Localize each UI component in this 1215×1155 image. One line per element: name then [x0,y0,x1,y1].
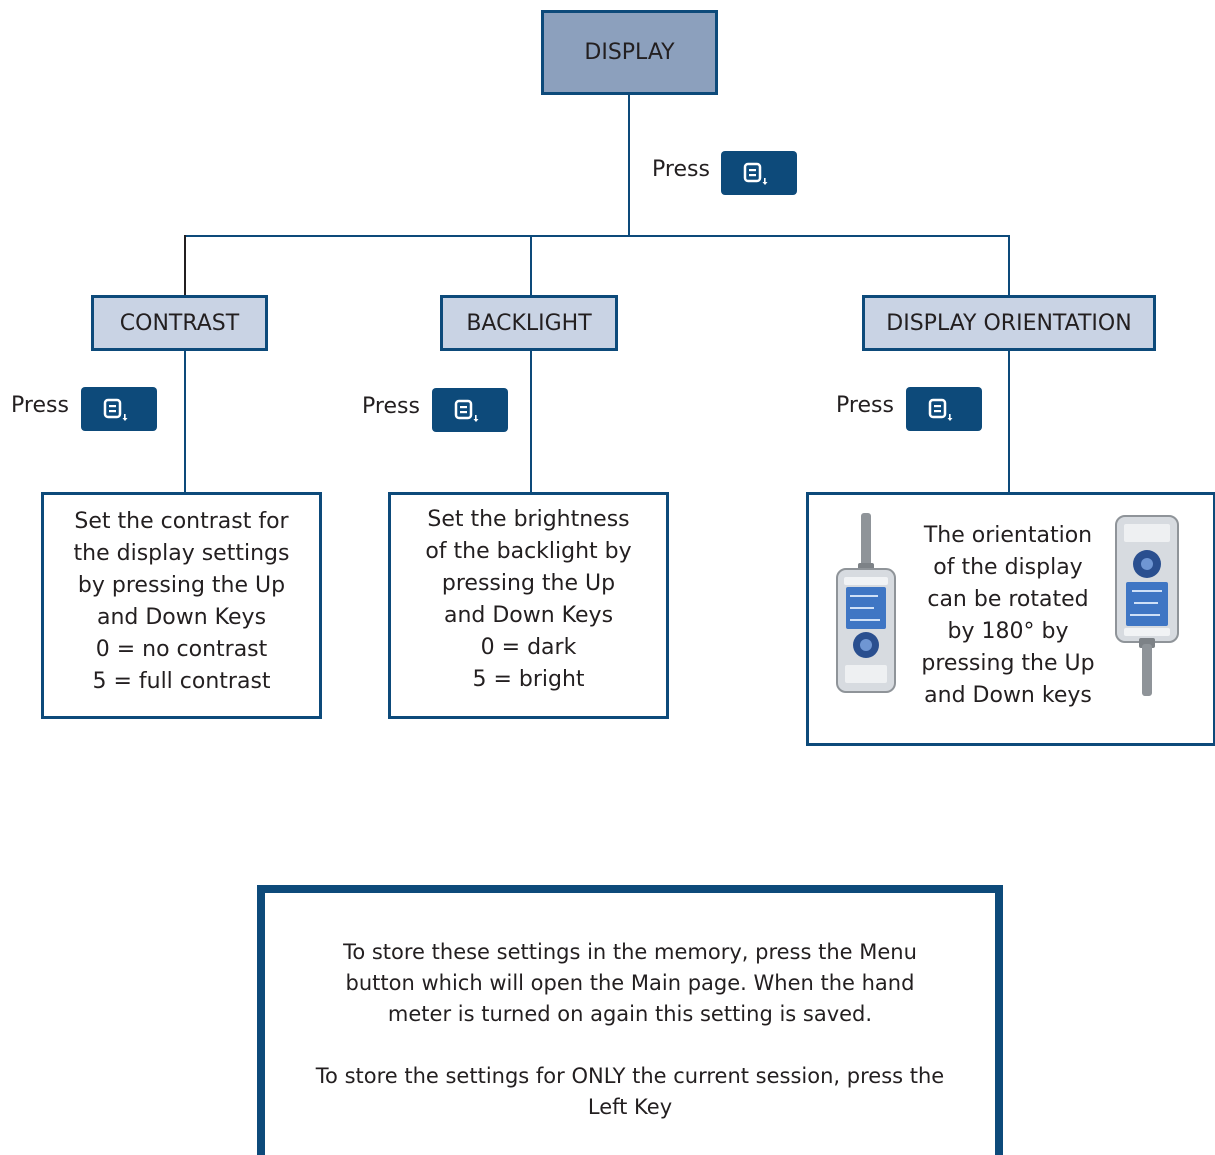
note-paragraph-memory: To store these settings in the memory, p… [343,940,917,1026]
backlight-description-line: and Down Keys [443,603,614,628]
backlight-description-line: of the backlight by [425,539,632,564]
backlight-description-line: 0 = dark [480,635,577,660]
press-label-orientation: Press [836,393,894,418]
connector-backlight [530,235,532,295]
contrast-node: CONTRAST [91,295,268,351]
connector-contrast-down [184,350,186,493]
orientation-description-line: The orientation [923,523,1093,548]
connector-horizontal [184,235,1010,237]
note-paragraph-session: To store the settings for ONLY the curre… [315,1064,945,1119]
orientation-description: The orientation of the display can be ro… [806,492,1215,746]
hand-meter-rotated-image [1112,514,1182,696]
orientation-description-line: by 180° by [947,619,1069,644]
connector-orientation [1008,235,1010,295]
menu-down-key-icon [81,387,157,431]
backlight-description: Set the brightness of the backlight by p… [388,492,669,719]
backlight-node: BACKLIGHT [440,295,618,351]
display-node-label: DISPLAY [584,40,675,65]
connector-root-down [628,95,630,237]
display-orientation-node-label: DISPLAY ORIENTATION [886,310,1132,336]
contrast-description-line: by pressing the Up [77,573,286,598]
backlight-node-label: BACKLIGHT [466,310,592,336]
orientation-description-line: can be rotated [927,587,1089,612]
contrast-description-line: Set the contrast for [74,509,289,534]
orientation-description-line: and Down keys [924,683,1092,708]
connector-orientation-down [1008,350,1010,493]
orientation-description-line: of the display [933,555,1083,580]
contrast-node-label: CONTRAST [119,310,240,336]
backlight-description-line: pressing the Up [441,571,616,596]
display-orientation-node: DISPLAY ORIENTATION [862,295,1156,351]
menu-down-key-icon [721,151,797,195]
backlight-description-line: 5 = bright [472,667,585,692]
display-node: DISPLAY [541,10,718,95]
contrast-description-line: 0 = no contrast [95,637,268,662]
press-label-root: Press [652,157,710,182]
connector-contrast [184,235,186,295]
connector-backlight-down [530,350,532,493]
contrast-description-line: the display settings [73,541,290,566]
backlight-description-line: Set the brightness [427,507,630,532]
contrast-description: Set the contrast for the display setting… [41,492,322,719]
save-settings-note: To store these settings in the memory, p… [257,885,1003,1155]
press-label-backlight: Press [362,394,420,419]
contrast-description-line: 5 = full contrast [92,669,271,694]
menu-down-key-icon [432,388,508,432]
contrast-description-line: and Down Keys [96,605,267,630]
press-label-contrast: Press [11,393,69,418]
menu-down-key-icon [906,387,982,431]
orientation-text: The orientation of the display can be ro… [909,520,1107,712]
hand-meter-upright-image [834,513,898,694]
orientation-description-line: pressing the Up [921,651,1095,676]
